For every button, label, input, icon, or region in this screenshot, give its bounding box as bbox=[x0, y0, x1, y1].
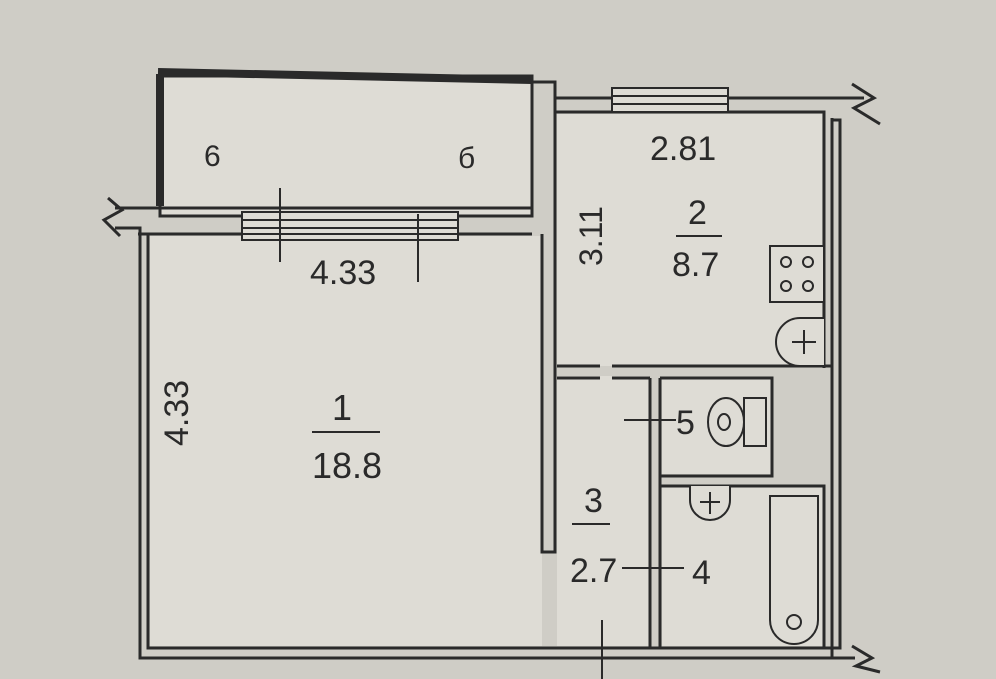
labels: 6 б 2.81 2 8.7 3.11 4.33 4.33 1 18.8 5 3… bbox=[158, 130, 719, 592]
room-1-length-label: 4.33 bbox=[158, 380, 196, 446]
room-1-area: 18.8 bbox=[312, 445, 382, 486]
room-6-number: 6 bbox=[204, 140, 221, 173]
room-1-width-label: 4.33 bbox=[310, 254, 376, 292]
bathtub-icon bbox=[769, 495, 819, 645]
room-2-area: 8.7 bbox=[672, 246, 719, 284]
fraction-lines bbox=[312, 235, 722, 525]
room-3-number: 3 bbox=[584, 482, 603, 520]
balcony bbox=[156, 68, 534, 218]
room-fills bbox=[150, 114, 824, 646]
room-5-number: 5 bbox=[676, 404, 695, 442]
leader-lines bbox=[622, 419, 684, 569]
kitchen-width-label: 2.81 bbox=[650, 130, 716, 168]
room-1-number: 1 bbox=[332, 387, 352, 428]
kitchen-length-label: 3.11 bbox=[573, 206, 609, 266]
kitchen-sink-icon bbox=[775, 317, 824, 367]
room-4-number: 4 bbox=[692, 554, 711, 592]
room-3-area: 2.7 bbox=[570, 552, 617, 590]
bathroom-sink-icon bbox=[689, 486, 731, 521]
toilet-icon bbox=[707, 397, 767, 447]
stove-icon bbox=[769, 245, 825, 303]
window-kitchen bbox=[611, 87, 729, 113]
dimension-ticks bbox=[279, 188, 603, 679]
room-2-number: 2 bbox=[688, 194, 707, 232]
interior-walls bbox=[540, 98, 832, 648]
window-main-room bbox=[241, 211, 459, 241]
room-6-suffix: б bbox=[458, 142, 475, 175]
